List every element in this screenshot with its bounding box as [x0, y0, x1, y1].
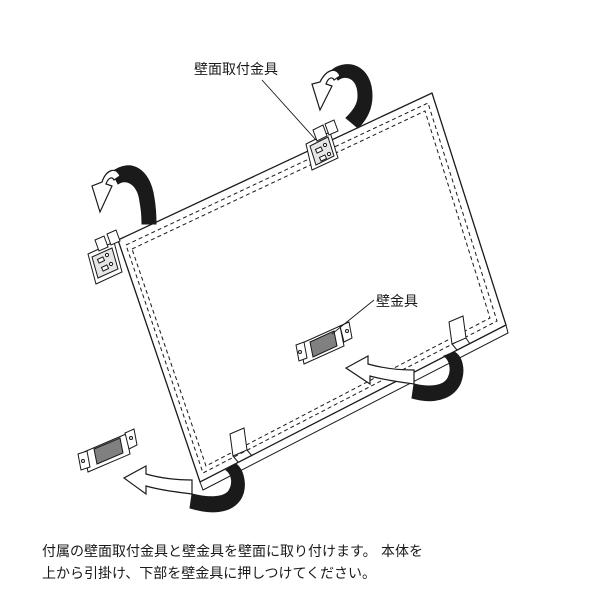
- leader-line-wall-bracket: [331, 299, 375, 335]
- motion-band-top-left: [91, 165, 157, 225]
- instruction-caption: 付属の壁面取付金具と壁金具を壁面に取り付けます。 本体を 上から引掛け、下部を壁…: [42, 541, 582, 585]
- caption-line-2: 上から引掛け、下部を壁金具に押しつけてください。: [42, 566, 377, 582]
- panel-bottom-clip-right: [448, 315, 471, 351]
- arrow-down-top-center: [311, 69, 341, 112]
- leader-line-top-bracket: [261, 79, 317, 141]
- diagram-canvas: 壁面取付金具 壁金具: [77, 62, 509, 513]
- panel-inner-edge-b: [131, 110, 491, 467]
- wall-bracket-lower-left: [77, 428, 138, 473]
- label-wall-bracket: 壁金具: [376, 294, 418, 310]
- wall-bracket-middle: [295, 321, 353, 365]
- top-mounting-bracket-center: [305, 119, 339, 171]
- caption-line-1: 付属の壁面取付金具と壁金具を壁面に取り付けます。 本体を: [42, 544, 424, 560]
- arrow-down-top-left: [91, 169, 121, 214]
- motion-band-bottom-left: [122, 463, 245, 513]
- panel-bottom-clip-left: [229, 427, 253, 463]
- panel-inner-edge-a: [125, 102, 498, 474]
- motion-band-right: [344, 351, 464, 402]
- top-mounting-bracket-left: [87, 229, 123, 285]
- arrow-left-bottom-band: [122, 464, 193, 496]
- label-top-bracket: 壁面取付金具: [194, 62, 278, 78]
- motion-band-top-center: [311, 64, 373, 129]
- panel-thickness: [199, 324, 509, 491]
- arrow-left-right-band: [344, 354, 415, 386]
